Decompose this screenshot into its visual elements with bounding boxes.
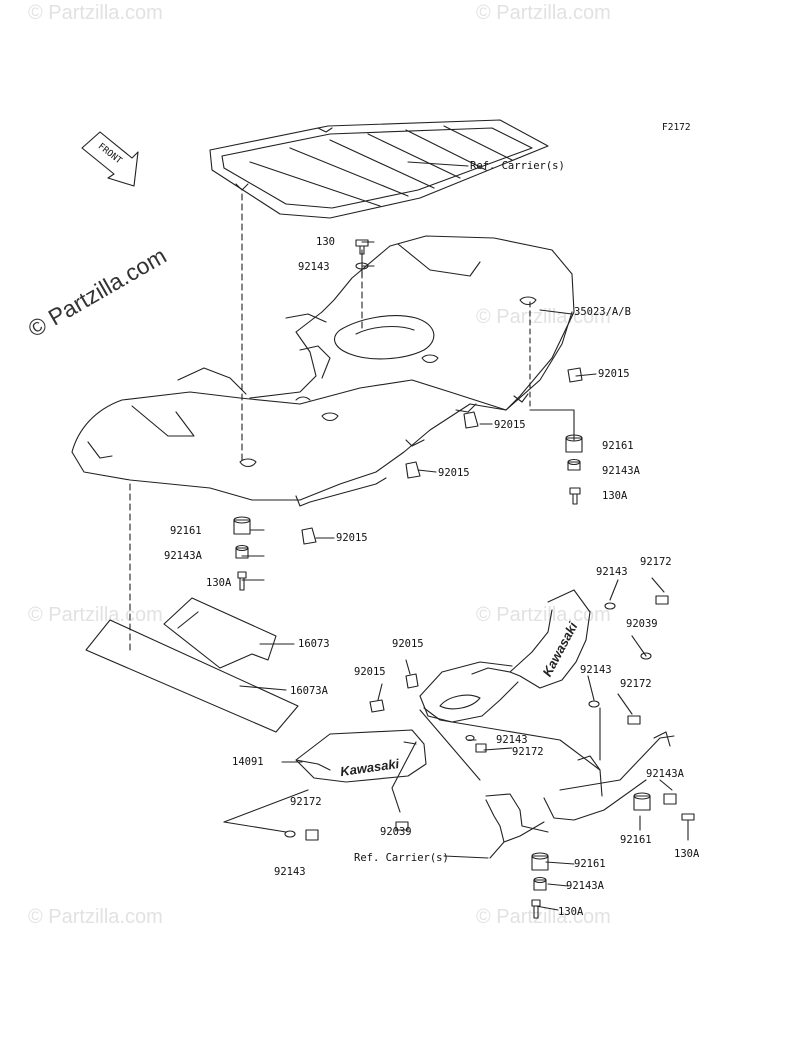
rear-fender-shape <box>71 235 575 507</box>
part-label-92172: 92172 <box>640 556 672 568</box>
part-label-92161: 92161 <box>602 440 634 452</box>
watermark: © Partzilla.com <box>28 604 163 626</box>
part-label-130A: 130A <box>674 848 700 860</box>
part-label-92161: 92161 <box>620 834 652 846</box>
mat-pads-shape <box>85 597 299 733</box>
part-label-92143A: 92143A <box>164 550 202 562</box>
fasteners-upper <box>233 239 583 591</box>
part-label-92143: 92143 <box>274 866 306 878</box>
part-label-92143: 92143 <box>580 664 612 676</box>
fasteners-lower <box>284 595 695 919</box>
leader-lines-lower <box>223 577 689 911</box>
watermark: © Partzilla.com <box>476 306 611 328</box>
part-label-92015: 92015 <box>392 638 424 650</box>
side-cover-left-shape <box>295 729 427 783</box>
watermark: © Partzilla.com <box>476 604 611 626</box>
part-label-92143: 92143 <box>596 566 628 578</box>
part-label-16073: 16073 <box>298 638 330 650</box>
part-label-92039: 92039 <box>626 618 658 630</box>
part-label-35023: 35023/A/B <box>574 306 631 318</box>
part-label-92039: 92039 <box>380 826 412 838</box>
side-cover-right-shape <box>419 589 591 723</box>
leader-lines <box>129 161 597 691</box>
watermark: © Partzilla.com <box>476 906 611 928</box>
part-label-16073A: 16073A <box>290 685 328 697</box>
part-label-14091: 14091 <box>232 756 264 768</box>
ref-carrier-label: Ref. Carrier(s) <box>354 852 449 864</box>
part-label-130A: 130A <box>602 490 628 502</box>
part-label-92161: 92161 <box>574 858 606 870</box>
part-label-92015: 92015 <box>438 467 470 479</box>
part-label-92143: 92143 <box>496 734 528 746</box>
part-label-130A: 130A <box>558 906 584 918</box>
part-label-92172: 92172 <box>620 678 652 690</box>
part-label-130A: 130A <box>206 577 232 589</box>
part-label-92143A: 92143A <box>602 465 640 477</box>
front-arrow-icon <box>81 131 139 187</box>
part-label-130: 130 <box>316 236 335 248</box>
part-label-92161: 92161 <box>170 525 202 537</box>
part-label-92015: 92015 <box>354 666 386 678</box>
part-label-92143A: 92143A <box>566 880 604 892</box>
watermark: © Partzilla.com <box>28 2 163 24</box>
part-label-92172: 92172 <box>512 746 544 758</box>
part-label-92172: 92172 <box>290 796 322 808</box>
ref-carrier-label: Ref. Carrier(s) <box>470 160 565 172</box>
bracket-frame-shape <box>423 707 675 859</box>
part-label-92015: 92015 <box>494 419 526 431</box>
carrier-rack-shape <box>209 119 549 219</box>
part-label-92015: 92015 <box>598 368 630 380</box>
part-label-92143: 92143 <box>298 261 330 273</box>
watermark: © Partzilla.com <box>476 2 611 24</box>
figure-id: F2172 <box>662 122 691 133</box>
watermark: © Partzilla.com <box>28 906 163 928</box>
part-label-92143A: 92143A <box>646 768 684 780</box>
part-label-92015: 92015 <box>336 532 368 544</box>
